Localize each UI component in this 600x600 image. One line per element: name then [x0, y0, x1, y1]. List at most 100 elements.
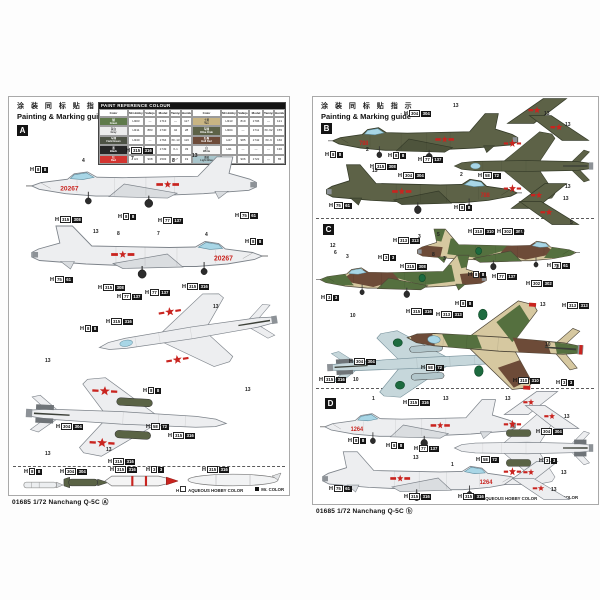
- chip-mrcolor: 72: [435, 364, 444, 371]
- table-column-header: Mr.Hobby: [221, 109, 237, 117]
- chip-mrcolor: 137: [506, 273, 517, 280]
- chip-mrcolor: 8: [466, 204, 472, 211]
- chip-mrcolor: 304: [77, 468, 88, 475]
- paint-code-cell: X-7: [170, 154, 181, 164]
- chip-h: H: [348, 437, 352, 444]
- chip-aqueous: 77: [418, 444, 428, 453]
- decal-callout-number: 3: [443, 256, 446, 262]
- svg-text:788: 788: [359, 141, 369, 147]
- chip-aqueous: 315: [410, 307, 423, 316]
- chip-h: H: [526, 280, 530, 287]
- chip-mrcolor: 137: [159, 289, 170, 296]
- decal-callout-number: 6: [334, 250, 337, 256]
- ordnance-divider: [13, 466, 285, 467]
- paint-code-cell: XF-62: [263, 126, 274, 136]
- chip-aqueous: 315: [102, 283, 115, 292]
- wing-panel: [503, 390, 559, 416]
- aqueous-box-icon: [180, 486, 187, 492]
- wing-panel: [506, 97, 568, 125]
- section-divider-bc: [316, 218, 594, 219]
- paint-code-cell: XF-13: [170, 135, 181, 146]
- page-a-title: 涂 装 同 标 贴 指 示 Painting & Marking guide: [17, 101, 110, 121]
- chip-mrcolor: 61: [343, 202, 352, 209]
- chip-mrcolor: 137: [131, 293, 142, 300]
- paint-code-cell: —: [249, 145, 263, 155]
- chip-h: H: [455, 300, 459, 307]
- decal-callout-number: 13: [106, 447, 112, 453]
- chip-mrcolor: 304: [421, 110, 432, 117]
- chip-mrcolor: 3: [390, 254, 396, 261]
- chip-aqueous: 315: [110, 317, 123, 326]
- chip-aqueous: 58: [150, 422, 160, 431]
- chip-h: H: [235, 212, 239, 219]
- decal-callout-number: 10: [519, 229, 525, 235]
- chip-h: H: [98, 284, 102, 291]
- chip-aqueous: 304: [408, 109, 421, 118]
- table-column-header: Tamiya: [170, 109, 181, 117]
- chip-aqueous: 313: [566, 301, 579, 310]
- chip-aqueous: 58: [482, 171, 492, 180]
- paint-code-cell: 160: [274, 135, 285, 146]
- chip-h: H: [404, 110, 408, 117]
- chip-h: H: [55, 216, 59, 223]
- page-b-title: 涂 装 同 标 贴 指 示 Painting & Marking guide: [321, 101, 414, 121]
- decal-callout-number: 13: [551, 487, 557, 493]
- wing-panel: [518, 200, 580, 226]
- table-column-header: Vallejo: [237, 109, 249, 117]
- decal-callout-number: 13: [453, 103, 459, 109]
- ordnance-drop-tank: [186, 470, 284, 490]
- paint-code-cell: 130: [274, 145, 285, 155]
- chip-h: H: [458, 493, 462, 500]
- chip-h: H: [562, 302, 566, 309]
- chip-h: H: [404, 493, 408, 500]
- decal-callout-number: 13: [93, 229, 99, 235]
- chip-mrcolor: 302: [514, 228, 525, 235]
- page-a: 涂 装 同 标 贴 指 示 Painting & Marking guide A…: [8, 96, 290, 496]
- aircraft-c-bottom-view: [316, 319, 518, 407]
- aircraft-b-profile-left: 788: [328, 110, 524, 168]
- decal-callout-number: 5: [437, 232, 440, 238]
- decal-callout-number: 13: [443, 396, 449, 402]
- aircraft-a-top-view: [89, 276, 292, 391]
- svg-text:1264: 1264: [480, 479, 493, 486]
- chip-aqueous: 315: [323, 375, 336, 384]
- mr-color-box-icon: [255, 487, 260, 491]
- wing-panel: [511, 477, 571, 501]
- decal-callout-number: 8: [172, 158, 175, 164]
- chip-aqueous: 8: [472, 270, 480, 279]
- chip-aqueous: 3: [543, 456, 551, 465]
- chip-mrcolor: 8: [398, 442, 404, 449]
- ordnance-rocket-pod: [22, 478, 64, 490]
- paint-code-cell: 883: [144, 126, 156, 136]
- section-a-marker: A: [17, 125, 28, 136]
- paint-code-cell: 33: [181, 145, 192, 155]
- mr-color-legend: Mr. COLOR: [255, 487, 284, 492]
- chip-mrcolor: 61: [249, 212, 258, 219]
- chip-h: H: [536, 428, 540, 435]
- table-column-header: Model Master: [156, 109, 170, 117]
- chip-h: H: [492, 273, 496, 280]
- chip-mrcolor: 313: [410, 237, 421, 244]
- chip-mrcolor: 316: [185, 432, 196, 439]
- chip-mrcolor: 8: [42, 166, 48, 173]
- chip-h: H: [386, 442, 390, 449]
- paint-code-cell: 1722: [249, 154, 263, 164]
